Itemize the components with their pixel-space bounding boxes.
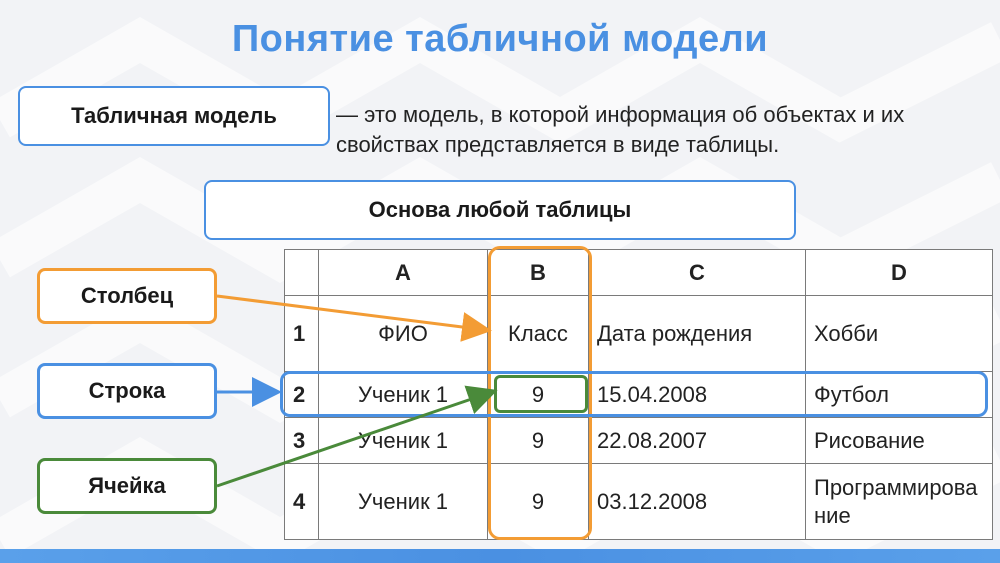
- table-cell: Ученик 1: [318, 463, 488, 540]
- table-cell: 03.12.2008: [588, 463, 806, 540]
- col-header-d: D: [805, 249, 993, 296]
- basis-label: Основа любой таблицы: [368, 197, 632, 222]
- table-cell: Дата рождения: [588, 295, 806, 372]
- row-number: 3: [284, 417, 319, 464]
- table-row: 3 Ученик 1 9 22.08.2007 Рисование: [284, 417, 993, 464]
- col-header-a: A: [318, 249, 488, 296]
- table-cell: 15.04.2008: [588, 371, 806, 418]
- cell-label-box: Ячейка: [37, 458, 217, 514]
- table-header-row: A B C D: [284, 249, 993, 296]
- table-corner-cell: [284, 249, 319, 296]
- definition-term-box: Табличная модель: [18, 86, 330, 146]
- table-row: 1 ФИО Класс Дата рождения Хобби: [284, 295, 993, 372]
- row-label: Строка: [88, 378, 166, 403]
- bottom-accent-bar: [0, 549, 1000, 563]
- definition-term: Табличная модель: [71, 103, 277, 128]
- basis-box: Основа любой таблицы: [204, 180, 796, 240]
- row-highlight: [280, 371, 988, 417]
- table-cell: Хобби: [805, 295, 993, 372]
- table-cell: Программирование: [805, 463, 993, 540]
- page-title: Понятие табличной модели: [231, 18, 769, 60]
- table-cell: Рисование: [805, 417, 993, 464]
- table-cell: Ученик 1: [318, 417, 488, 464]
- table-row: 4 Ученик 1 9 03.12.2008 Программирование: [284, 463, 993, 540]
- col-header-c: C: [588, 249, 806, 296]
- cell-highlight: [494, 375, 588, 413]
- row-label-box: Строка: [37, 363, 217, 419]
- table-cell: ФИО: [318, 295, 488, 372]
- column-label-box: Столбец: [37, 268, 217, 324]
- table-cell: 22.08.2007: [588, 417, 806, 464]
- row-number: 1: [284, 295, 319, 372]
- column-label: Столбец: [80, 283, 174, 308]
- cell-label: Ячейка: [88, 473, 166, 498]
- definition-text: — это модель, в которой информация об об…: [336, 102, 905, 157]
- row-number: 4: [284, 463, 319, 540]
